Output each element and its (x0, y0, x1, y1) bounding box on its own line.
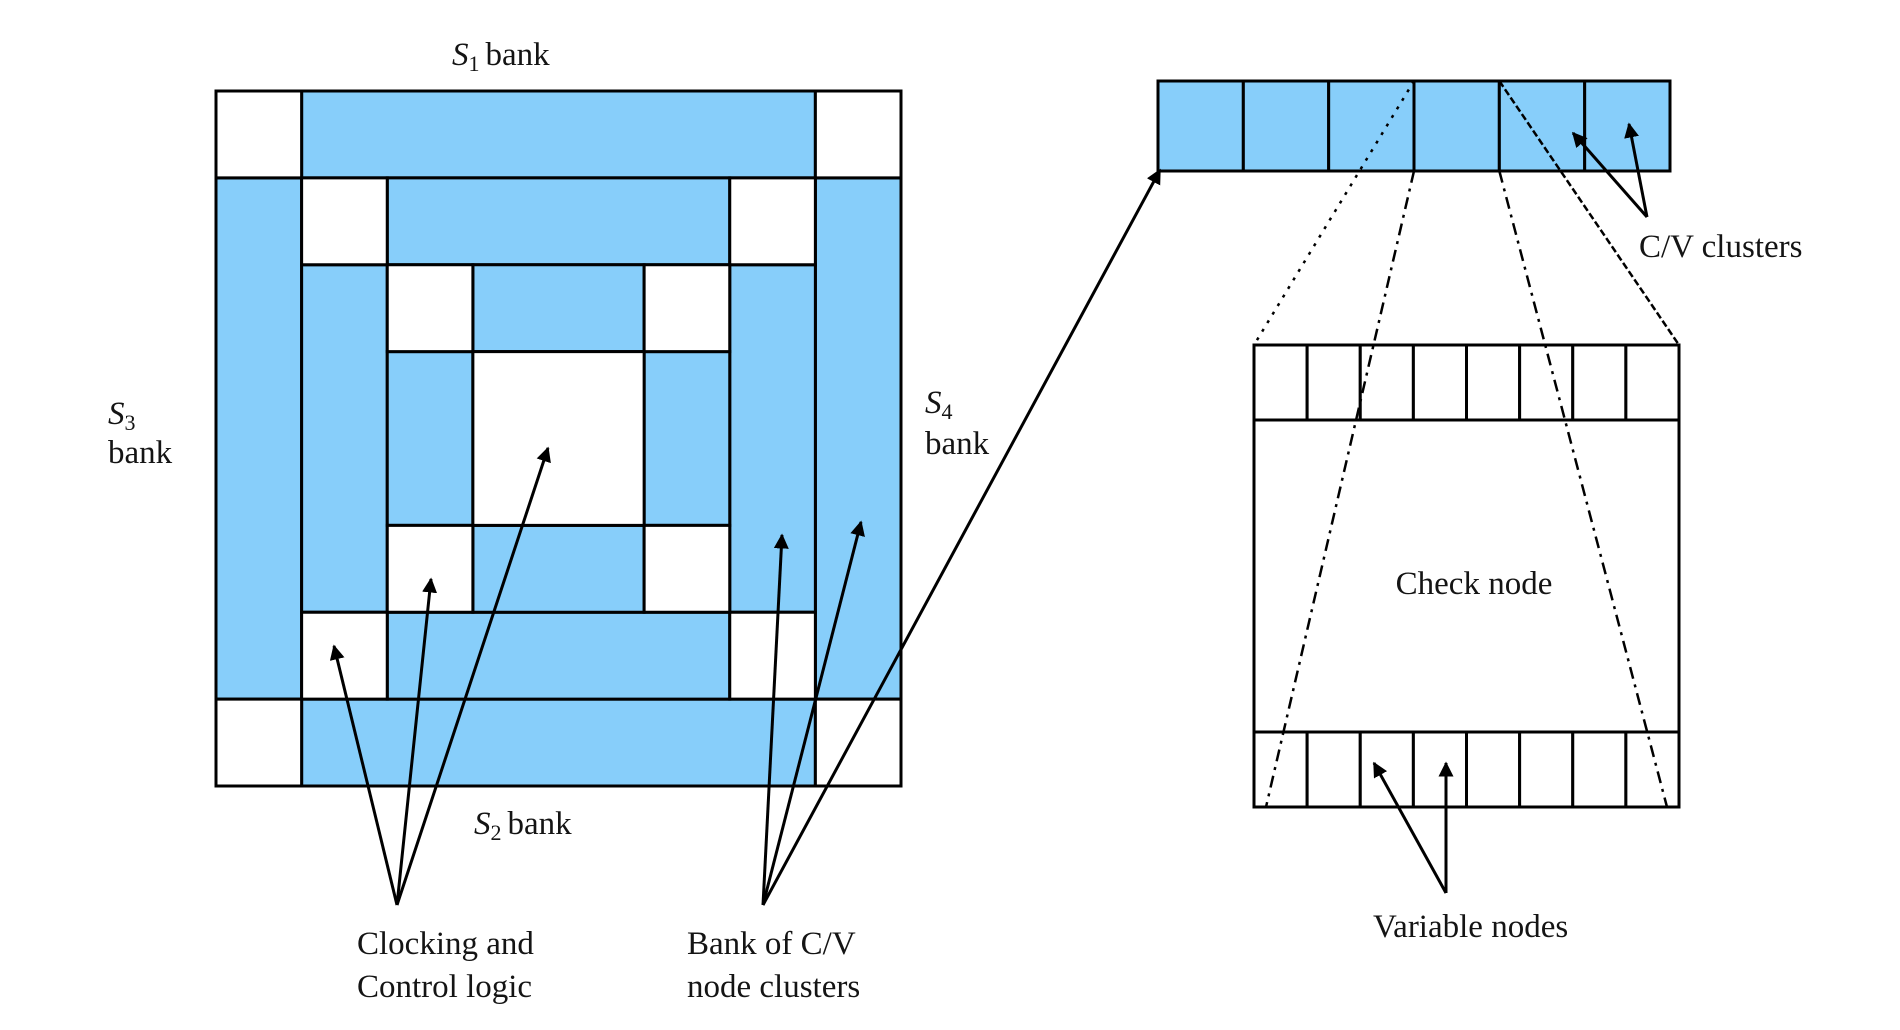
check-node-block (1252, 343, 1681, 809)
zoom-line-bottom-right (1498, 170, 1669, 808)
check-node-body (1252, 343, 1681, 809)
bank-top-ring-2 (385, 176, 732, 267)
variable-node-arrow (1372, 761, 1448, 894)
variable-node-cell (1252, 730, 1309, 809)
control-logic-corner (385, 523, 475, 614)
variable-nodes-label: Variable nodes (1373, 909, 1568, 945)
cv-cluster-arrow (1571, 131, 1649, 218)
check-node-port-cell (1411, 343, 1468, 422)
cv-cluster-cell (1156, 79, 1245, 173)
cv-cluster-cell (1241, 79, 1331, 173)
check-node-port-cell (1358, 343, 1415, 422)
cv-cluster-cell (1497, 79, 1587, 173)
s4-bank-label: S4 (925, 385, 953, 424)
bank-cluster-arrow (761, 520, 865, 906)
bank-left-ring-1 (214, 176, 304, 701)
bank-cluster-arrow (761, 168, 1162, 906)
clocking-arrow (329, 644, 399, 906)
connector-lines (329, 80, 1681, 906)
check-node-port-cell (1624, 343, 1681, 422)
zoom-line-top-right (1498, 80, 1681, 346)
cv-cluster-strip (1156, 79, 1672, 173)
control-logic-corner (214, 89, 304, 180)
clocking-arrow (395, 577, 438, 906)
control-logic-corner (385, 263, 475, 354)
cv-cluster-cell (1583, 79, 1672, 173)
bank-clusters-label-line2: node clusters (687, 969, 860, 1005)
check-node-label: Check node (1396, 566, 1553, 602)
zoom-line-bottom-left (1264, 170, 1416, 808)
control-logic-corner (728, 176, 817, 267)
check-node-port-cell (1305, 343, 1362, 422)
cv-cluster-arrow (1624, 122, 1649, 218)
control-logic-corner (642, 523, 732, 614)
bank-top-ring-3 (471, 263, 646, 354)
variable-node-cell (1624, 730, 1681, 809)
control-logic-corner (813, 89, 903, 180)
s4-bank-word: bank (925, 426, 990, 462)
bank-cluster-arrow (761, 533, 789, 906)
variable-node-cell (1305, 730, 1362, 809)
cv-cluster-cell (1412, 79, 1501, 173)
variable-node-cell (1518, 730, 1575, 809)
control-logic-corner (813, 697, 903, 788)
bank-right-ring-1 (813, 176, 903, 701)
control-logic-corner (214, 697, 304, 788)
control-logic-corner (642, 263, 732, 354)
bank-bottom-ring-1 (300, 697, 817, 788)
s3-bank-label: S3 (108, 396, 136, 435)
bank-bottom-ring-2 (385, 610, 732, 701)
cv-cluster-cell (1327, 79, 1416, 173)
check-node-port-cell (1465, 343, 1522, 422)
bank-left-ring-2 (300, 263, 389, 614)
variable-node-cell (1465, 730, 1522, 809)
variable-node-cell (1571, 730, 1628, 809)
variable-node-cell (1411, 730, 1468, 809)
clocking-label-line1: Clocking and (357, 926, 534, 962)
check-node-port-cell (1571, 343, 1628, 422)
bank-top-ring-1 (300, 89, 817, 180)
control-logic-corner (300, 176, 389, 267)
clocking-label-line2: Control logic (357, 969, 532, 1005)
bank-right-ring-2 (728, 263, 817, 614)
s3-bank-word: bank (108, 435, 173, 471)
bank-right-ring-3 (642, 350, 732, 527)
variable-node-cell (1358, 730, 1415, 809)
check-node-port-cell (1518, 343, 1575, 422)
control-logic-center (471, 350, 646, 527)
clocking-arrow (395, 446, 551, 906)
cv-clusters-label: C/V clusters (1639, 229, 1802, 265)
bank-grid (214, 89, 903, 788)
zoom-line-top-left (1252, 80, 1416, 346)
control-logic-corner (728, 610, 817, 701)
bank-left-ring-3 (385, 350, 475, 527)
bank-clusters-label-line1: Bank of C/V (687, 926, 856, 962)
bank-bottom-ring-3 (471, 523, 646, 614)
check-node-port-cell (1252, 343, 1309, 422)
